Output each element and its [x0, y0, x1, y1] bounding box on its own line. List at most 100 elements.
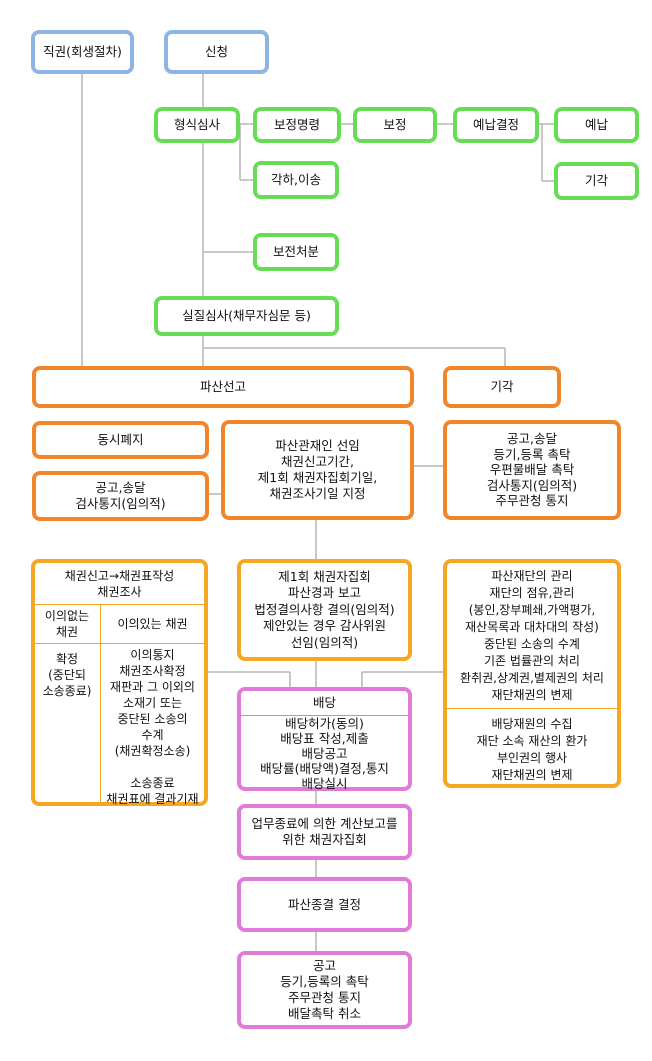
text-line: 이의있는 채권 [117, 617, 188, 631]
formal-review-box: 형식심사 [154, 107, 240, 143]
text-line: 배달촉탁 취소 [288, 1006, 361, 1021]
substantive-review-box: 실질심사(채무자심문 등) [154, 296, 339, 336]
text-line: 등기,등록 촉탁 [493, 446, 571, 462]
text-line: 주무관청 통지 [495, 493, 569, 509]
text-line: 채권조사 [97, 585, 142, 599]
correction-box: 보정 [353, 107, 437, 143]
text-line: (봉인,장부폐쇄,가액평가, [468, 603, 596, 617]
text-line: 채권조사기일 지정 [269, 486, 366, 501]
deposit-decision-box: 예납결정 [453, 107, 539, 143]
text-line: 검사통지(임의적) [75, 496, 166, 511]
text-line: 배당허가(동의) [285, 716, 364, 731]
text-line [151, 759, 155, 775]
deposit-box: 예납 [554, 107, 639, 143]
text-line: 각하,이송 [271, 172, 321, 187]
text-line: 기각 [584, 173, 608, 188]
text-line: 배당공고 [301, 746, 348, 761]
text-line: 재단채권의 변제 [491, 768, 573, 782]
direct-initiation-box: 직권(회생절차) [31, 30, 134, 74]
text-line: 재산목록과 대차대의 작성) [465, 620, 599, 634]
text-line: 위한 채권자집회 [282, 832, 367, 847]
text-line: (중단되 [48, 668, 86, 682]
text-line: 채권신고기간, [281, 454, 354, 469]
text-line: 선임(임의적) [290, 634, 359, 650]
rejection-top-box: 기각 [554, 162, 639, 200]
claims-divider-h1 [35, 604, 204, 605]
text-line: 파산경과 보고 [288, 585, 361, 601]
claims-divider-v [100, 604, 101, 802]
text-line: 재단채권의 변제 [491, 688, 573, 702]
text-line: 실질심사(채무자심문 등) [182, 308, 311, 323]
text-line: 보정 [383, 117, 407, 132]
text-line: 직권(회생절차) [43, 44, 122, 59]
text-line: 파산관재인 선임 [275, 438, 360, 453]
text-line: 채권조사확정 [119, 664, 186, 678]
text-line: 수계 [141, 728, 164, 742]
text-line: 법정결의사항 결의(임의적) [254, 601, 395, 617]
bankruptcy-declaration-box: 파산선고 [32, 366, 414, 408]
text-line: 동시폐지 [97, 432, 144, 447]
text-line: 부인권의 행사 [496, 751, 568, 765]
text-line: 공고,송달 [507, 431, 557, 447]
text-line: (채권확정소송) [114, 744, 191, 758]
text-line: 배당률(배당액)결정,통지 [260, 761, 389, 776]
bankruptcy-termination-box: 파산종결 결정 [237, 877, 412, 932]
claims-divider-h2 [35, 643, 204, 644]
text-line: 소재기 또는 [122, 696, 182, 710]
text-line: 기각 [490, 379, 514, 394]
text-line: 중단된 소송의 수계 [484, 637, 580, 651]
text-line: 형식심사 [173, 117, 220, 132]
text-line: 예납결정 [472, 117, 519, 132]
claims-col-right-title: 이의있는 채권 [101, 607, 204, 641]
text-line: 기존 법률관의 처리 [484, 654, 580, 668]
text-line: 공고,송달 [95, 480, 146, 495]
text-line: 보정명령 [273, 117, 320, 132]
text-line: 소송종료 [130, 776, 175, 790]
dismissal-transfer-box: 각하,이송 [253, 161, 339, 199]
text-line: 제안있는 경우 감사위원 [263, 618, 386, 634]
text-line: 파산선고 [199, 379, 246, 394]
preservation-order-box: 보전처분 [253, 233, 339, 271]
text-line: 보전처분 [272, 244, 319, 259]
dividend-title: 배당 [241, 691, 408, 716]
text-line: 제1회 채권자집회 [278, 568, 371, 584]
text-line: 파산재단의 관리 [491, 569, 573, 583]
text-line: 업무종료에 의한 계산보고를 [251, 816, 398, 831]
text-line: 배당실시 [301, 776, 348, 791]
text-line: 이의통지 [130, 648, 175, 662]
text-line: 배당표 작성,제출 [280, 731, 369, 746]
text-line: 배당 [312, 695, 336, 710]
text-line: 예납 [584, 117, 608, 132]
text-line: 채권표에 결과기재 [106, 792, 199, 806]
text-line: 주무관청 통지 [288, 990, 361, 1005]
text-line: 채권신고→채권표작성 [64, 569, 175, 583]
estate-divider [447, 708, 617, 709]
text-line: 재단의 점유,관리 [489, 586, 575, 600]
text-line: 확정 [55, 652, 79, 666]
simultaneous-abolition-box: 동시폐지 [32, 421, 209, 459]
text-line: 채권 [55, 625, 79, 639]
text-line: 중단된 소송의 [117, 712, 188, 726]
text-line: 배당재원의 수집 [491, 717, 573, 731]
text-line: 공고 [312, 958, 336, 973]
text-line: 신청 [204, 44, 228, 59]
text-line: 이의없는 [44, 609, 90, 623]
text-line: 검사통지(임의적) [486, 477, 578, 493]
text-line: 파산종결 결정 [288, 896, 361, 912]
